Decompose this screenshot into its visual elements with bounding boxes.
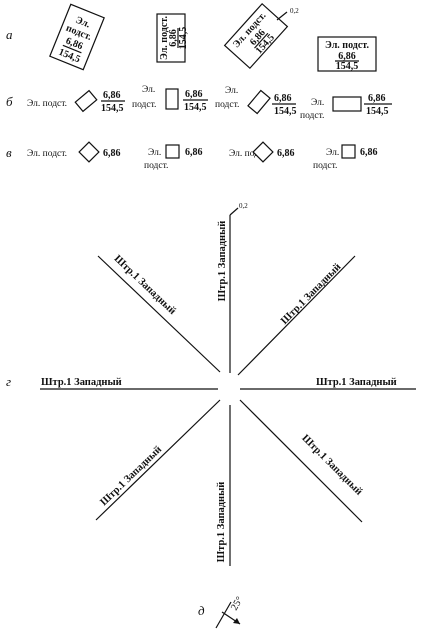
symbol-b1-height: 154,5 bbox=[101, 103, 124, 114]
row-label-d: д bbox=[198, 603, 205, 618]
street-ray-bottom-right-line bbox=[239, 399, 363, 523]
symbol-a3-frame bbox=[223, 2, 289, 70]
symbol-v4-mark: 6,86 bbox=[360, 147, 378, 158]
symbol-a1-divider bbox=[62, 44, 82, 54]
symbol-a1-frame bbox=[49, 3, 105, 71]
symbol-a3-tick-label: 0,2 bbox=[290, 7, 299, 15]
angle-label: 25° bbox=[229, 595, 246, 613]
street-ray-top-left-label: Штр.1 Западный bbox=[112, 253, 178, 317]
street-ray-top-right-label: Штр.1 Западный bbox=[279, 262, 343, 327]
row-label-g: г bbox=[6, 374, 11, 389]
symbol-v4-name-line1: Эл. bbox=[326, 148, 339, 158]
symbol-a4-height: 154,5 bbox=[336, 61, 359, 72]
street-ray-bottom-left-label: Штр.1 Западный bbox=[98, 444, 164, 508]
symbol-b2-height: 154,5 bbox=[184, 102, 207, 113]
symbol-b3-mark: 6,86 bbox=[274, 93, 292, 104]
symbol-v3-name: Эл. подст. bbox=[229, 149, 269, 159]
symbol-b3-name-line1: Эл. bbox=[225, 86, 238, 96]
symbol-a4: Эл. подст. 6,86 154,5 bbox=[317, 36, 377, 72]
street-ray-bottom-left-line bbox=[95, 399, 221, 521]
symbol-a1-name-line1: Эл. bbox=[74, 15, 92, 31]
symbol-a2-mark: 6,86 bbox=[168, 29, 179, 47]
symbol-a2-name: Эл. подст. bbox=[159, 16, 170, 60]
symbol-b4-frame bbox=[332, 96, 362, 112]
symbol-v3-frame bbox=[252, 141, 274, 163]
street-ray-top-tick bbox=[229, 207, 239, 216]
symbol-a3-divider bbox=[254, 32, 269, 49]
symbol-a3: Эл. подст. 6,86 154,5 bbox=[223, 2, 289, 70]
street-ray-right-label: Штр.1 Западный bbox=[316, 377, 397, 388]
symbol-a4-mark: 6,86 bbox=[338, 51, 356, 62]
symbol-a2: Эл. подст. 6,86 154,5 bbox=[156, 13, 189, 63]
row-label-a: а bbox=[6, 27, 13, 42]
symbol-b4-height: 154,5 bbox=[366, 106, 389, 117]
symbol-v2-name-line1: Эл. bbox=[148, 148, 161, 158]
symbol-b4-mark: 6,86 bbox=[368, 93, 386, 104]
symbol-b1-mark: 6,86 bbox=[103, 90, 121, 101]
street-ray-top-right-line bbox=[237, 255, 356, 376]
symbol-b3-name-line2: подст. bbox=[215, 100, 239, 110]
symbol-b2-frame bbox=[165, 88, 179, 110]
symbol-b2-mark: 6,86 bbox=[185, 89, 203, 100]
symbol-v3-mark: 6,86 bbox=[277, 148, 295, 159]
symbol-a2-height: 154,5 bbox=[178, 27, 189, 50]
symbol-v4-name-line2: подст. bbox=[313, 161, 337, 171]
symbol-b1-name: Эл. подст. bbox=[27, 99, 67, 109]
symbol-v2-mark: 6,86 bbox=[185, 147, 203, 158]
row-label-b: б bbox=[6, 94, 13, 109]
symbol-a4-frame bbox=[317, 36, 377, 72]
symbol-b4-name-line1: Эл. bbox=[311, 98, 324, 108]
symbol-b3-height: 154,5 bbox=[274, 106, 297, 117]
symbol-a1: Эл. подст. 6,86 154,5 bbox=[49, 3, 105, 71]
symbol-v1-mark: 6,86 bbox=[103, 148, 121, 159]
symbol-b3-frame bbox=[247, 89, 271, 115]
symbol-a4-name: Эл. подст. bbox=[325, 40, 369, 51]
symbol-v4-frame bbox=[341, 144, 356, 159]
symbol-b1-frame bbox=[74, 89, 98, 113]
symbol-v2-frame bbox=[165, 144, 180, 159]
angle-symbol: 25° bbox=[215, 595, 246, 629]
street-ray-bottom-right-label: Штр.1 Западный bbox=[299, 433, 364, 498]
symbol-a2-frame bbox=[156, 13, 186, 63]
street-ray-left-label: Штр.1 Западный bbox=[41, 377, 122, 388]
symbol-v1-frame bbox=[78, 141, 100, 163]
symbol-v1-name: Эл. подст. bbox=[27, 149, 67, 159]
row-label-v: в bbox=[6, 145, 12, 160]
symbol-a3-tick bbox=[276, 11, 288, 21]
street-ray-top-label: Штр.1 Западный bbox=[217, 221, 228, 302]
symbol-b2-name-line2: подст. bbox=[132, 100, 156, 110]
symbol-v2-name-line2: подст. bbox=[144, 161, 168, 171]
street-ray-bottom-label: Штр.1 Западный bbox=[216, 482, 227, 563]
street-ray-top-tick-label: 0,2 bbox=[239, 202, 248, 210]
angle-arrow-head-icon bbox=[233, 618, 240, 624]
symbol-b4-name-line2: подст. bbox=[300, 111, 324, 121]
street-ray-top-left-line bbox=[97, 255, 221, 373]
angle-base-line bbox=[215, 601, 232, 629]
symbol-b2-name-line1: Эл. bbox=[142, 85, 155, 95]
